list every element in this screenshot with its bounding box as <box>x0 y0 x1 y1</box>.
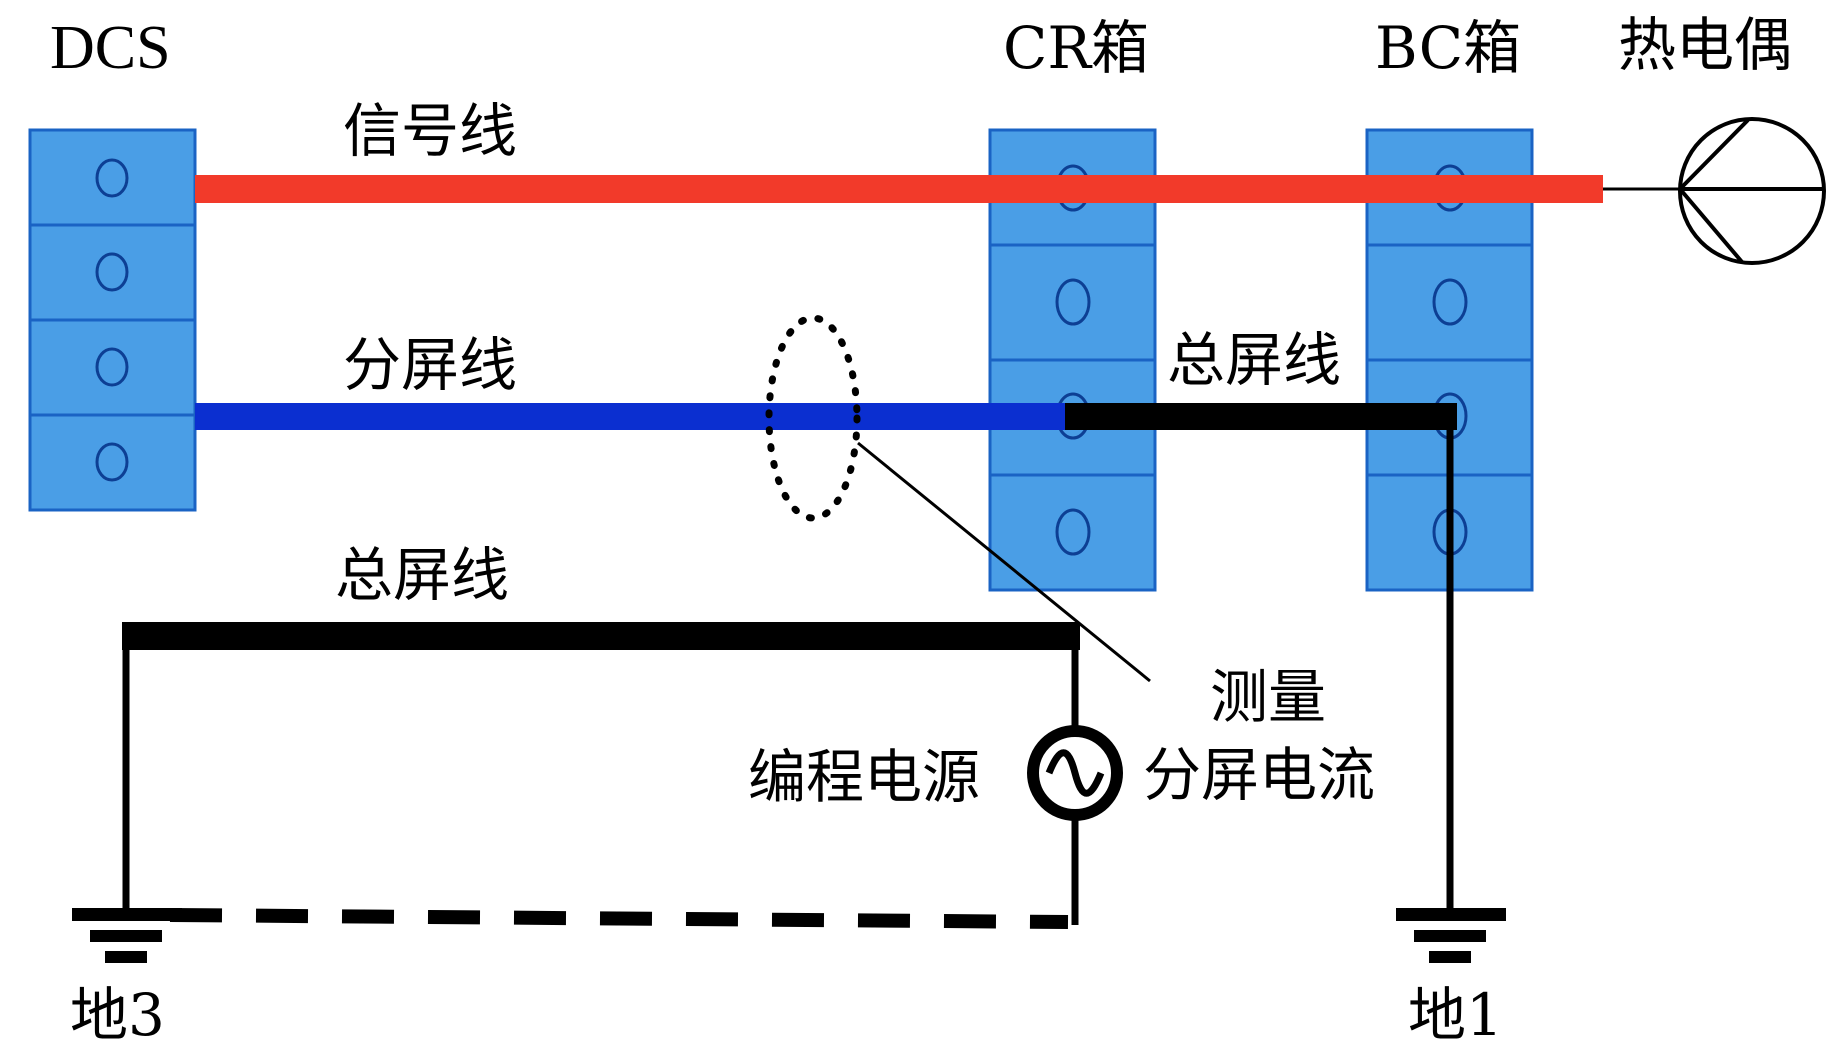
current-measurement-clamp <box>765 314 861 522</box>
cr-screw-2 <box>1055 278 1091 326</box>
dcs-terminal-2 <box>28 223 197 322</box>
dcs-terminal-block <box>28 128 197 512</box>
ground-3-symbol <box>72 908 182 963</box>
main-shield-line-label-bottom: 总屏线 <box>335 541 509 609</box>
main-shield-line-upper <box>1065 403 1457 430</box>
thermocouple-diag-down <box>1678 187 1744 264</box>
thermocouple-symbol <box>1678 117 1826 265</box>
sub-shield-line-label: 分屏线 <box>343 331 517 399</box>
dcs-terminal-3 <box>28 318 197 417</box>
dcs-label: DCS <box>50 14 171 82</box>
cr-screw-4 <box>1055 508 1091 556</box>
ground-3-label: 地3 <box>70 981 165 1049</box>
bc-screw-2 <box>1432 278 1468 326</box>
signal-line-label: 信号线 <box>343 97 517 165</box>
cr-box-label: CR箱 <box>1003 14 1149 82</box>
dcs-screw-3 <box>95 347 129 387</box>
ground-1-bar-1 <box>1396 908 1506 921</box>
ground-1-label: 地1 <box>1408 981 1503 1049</box>
cr-terminal-4 <box>988 473 1157 592</box>
sub-shield-line <box>195 403 1065 430</box>
sub-shield-current-label: 分屏电流 <box>1143 741 1375 809</box>
earth-dashed-line <box>169 908 1069 929</box>
ground-1-bar-2 <box>1414 930 1486 942</box>
dcs-screw-4 <box>95 442 129 482</box>
ac-source-circle <box>1027 725 1123 821</box>
dcs-terminal-4 <box>28 413 197 512</box>
thermocouple-diag-up <box>1678 118 1750 191</box>
cr-terminal-2 <box>988 243 1157 362</box>
ground-3-bar-1 <box>72 908 182 921</box>
bc-terminal-2 <box>1365 243 1534 362</box>
ground-3-bar-2 <box>90 930 162 942</box>
ground-3-bar-3 <box>105 951 147 963</box>
measurement-leader-line <box>857 441 1151 683</box>
dcs-screw-2 <box>95 252 129 292</box>
ac-source-sine <box>1045 749 1105 797</box>
programmable-source-label: 编程电源 <box>748 743 980 811</box>
dcs-terminal-1 <box>28 128 197 227</box>
main-shield-line-lower <box>122 622 1080 650</box>
main-shield-line-label-top: 总屏线 <box>1167 326 1341 394</box>
thermocouple-label: 热电偶 <box>1618 11 1792 79</box>
measure-label: 测量 <box>1210 663 1326 731</box>
ground-1-bar-3 <box>1429 951 1471 963</box>
dcs-screw-1 <box>95 158 129 198</box>
bc-box-label: BC箱 <box>1375 14 1521 82</box>
signal-line <box>195 175 1603 203</box>
ac-source-symbol <box>1027 725 1123 821</box>
ground-1-symbol <box>1396 908 1506 963</box>
